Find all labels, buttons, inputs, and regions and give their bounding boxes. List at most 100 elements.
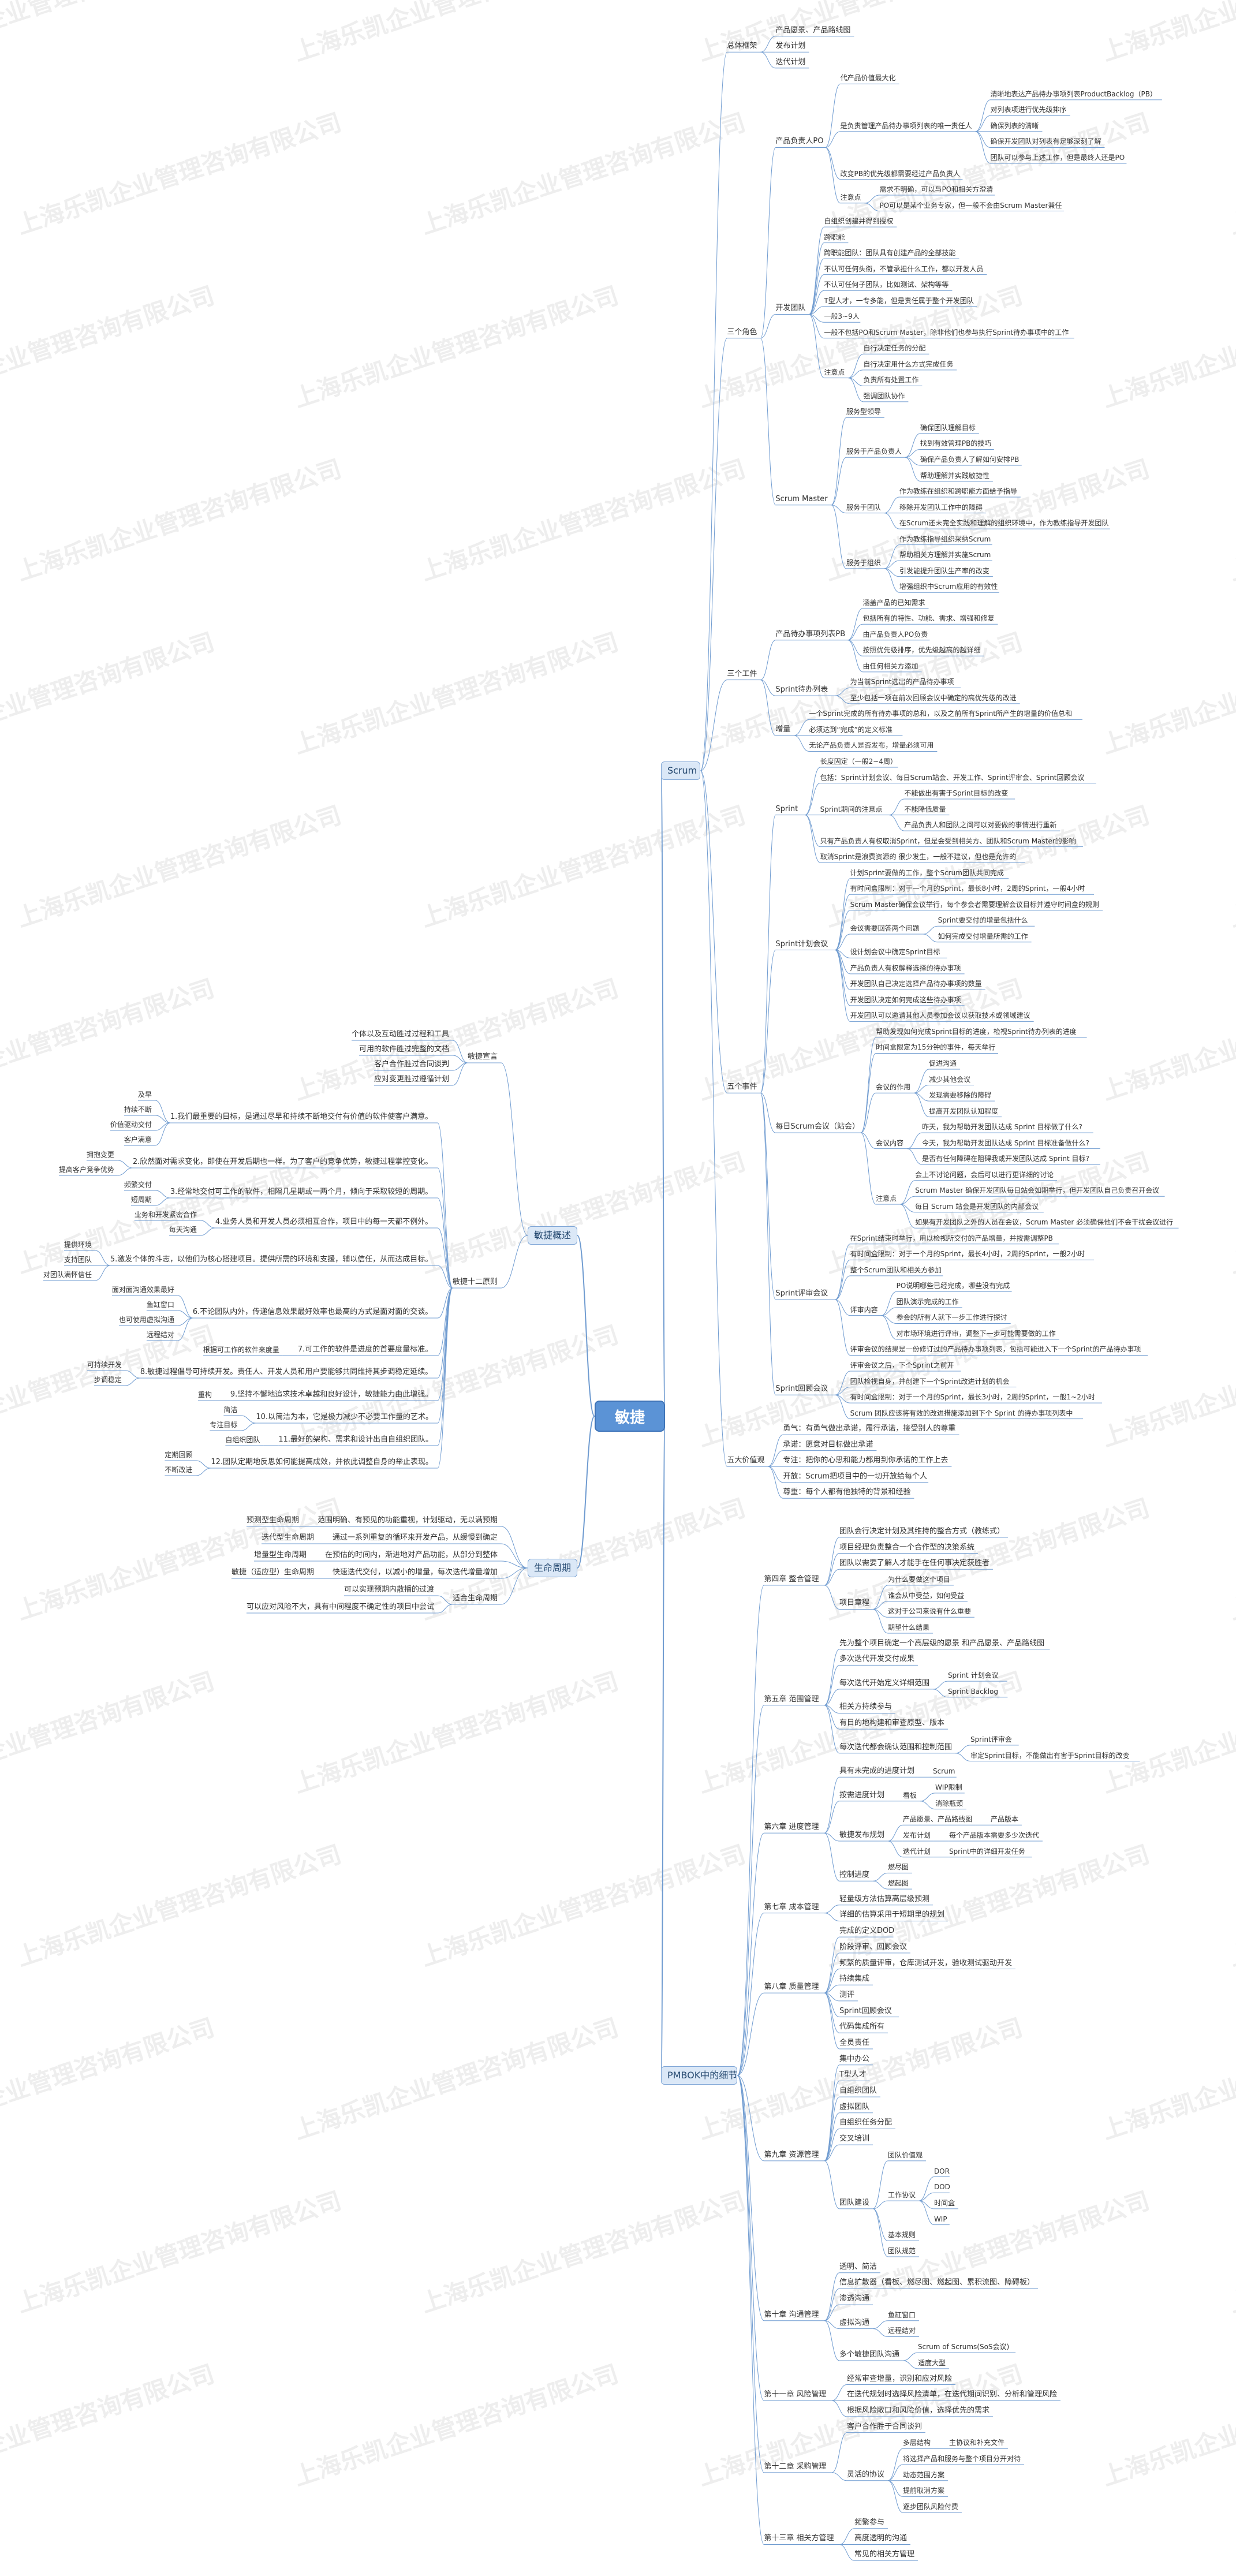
node-dod[interactable]: 完成的定义DOD — [839, 1927, 895, 1936]
node-item[interactable]: 团队价值观 — [887, 2151, 923, 2159]
node-item[interactable]: 提前取消方案 — [902, 2487, 944, 2495]
node-item[interactable]: 快速迭代交付，以减小的增量，每次迭代增量增加 — [333, 1568, 498, 1577]
node-item[interactable]: 第七章 成本管理 — [764, 1902, 819, 1912]
node-item[interactable]: 团队建设 — [839, 2198, 869, 2207]
node-item[interactable]: 燃起图 — [887, 1879, 909, 1888]
node-item[interactable]: 每次迭代都会确认范围和控制范围 — [839, 1742, 952, 1752]
node-item[interactable]: 频繁参与 — [854, 2518, 884, 2527]
node-item[interactable]: 频繁的质量评审，仓库测试开发，验收测试驱动开发 — [839, 1958, 1012, 1968]
branch-0[interactable]: Scrum — [661, 761, 701, 780]
node-item[interactable]: 注意点 — [876, 1194, 897, 1203]
node-item[interactable]: 涵盖产品的已知需求 — [862, 598, 925, 607]
node-item[interactable]: 迭代计划 — [902, 1847, 931, 1856]
node-wip[interactable]: WIP — [933, 2215, 947, 2223]
node-item[interactable]: 支持团队 — [64, 1256, 92, 1264]
node-item[interactable]: 常见的相关方管理 — [854, 2550, 914, 2559]
node-item[interactable]: 不认可任何子团队，比如测试、架构等等 — [824, 281, 949, 289]
node-sprint-scrum[interactable]: 计划Sprint要做的工作，整个Scrum团队共同完成 — [850, 868, 1004, 877]
node-item[interactable]: 可以实现预期内散播的过渡 — [344, 1585, 435, 1594]
node-scrum[interactable]: 作为教练指导组织采纳Scrum — [899, 535, 991, 543]
node-item[interactable]: 增量 — [775, 725, 791, 734]
node-scrum[interactable]: 每日 Scrum 站会是开发团队的内部会议 — [915, 1202, 1039, 1211]
node-9[interactable]: 9.坚持不懈地追求技术卓越和良好设计，敏捷能力由此增强。 — [230, 1390, 433, 1399]
node-item[interactable]: 简洁 — [223, 1406, 238, 1414]
node-po[interactable]: 团队可以参与上述工作，但是最终人还是PO — [990, 153, 1125, 162]
node-item[interactable]: 及早 — [137, 1091, 152, 1099]
node-item[interactable]: 可持续开发 — [87, 1361, 122, 1369]
node-item[interactable]: 五大价值观 — [727, 1456, 765, 1465]
node-item[interactable]: 可以应对风险不大，具有中间程度不确定性的项目中尝试 — [247, 1603, 435, 1611]
node-sprint[interactable]: Sprint回顾会议 — [839, 2006, 892, 2015]
node-item[interactable]: 按需进度计划 — [839, 1790, 884, 1800]
node-item[interactable]: 发布计划 — [775, 42, 806, 51]
node-item[interactable]: 产品版本 — [990, 1815, 1018, 1824]
node-item[interactable]: 第十章 沟通管理 — [764, 2310, 819, 2319]
node-item[interactable]: 频繁交付 — [124, 1181, 152, 1189]
node-item[interactable]: 敏捷十二原则 — [453, 1278, 498, 1286]
node-item[interactable]: 可用的软件胜过完整的文档 — [359, 1045, 450, 1054]
node-item[interactable]: 也可使用虚拟沟通 — [118, 1316, 174, 1324]
node-pb[interactable]: 改变PB的优先级都需要经过产品负责人 — [840, 169, 960, 178]
node-po-scrum-master-sprint[interactable]: 一般不包括PO和Scrum Master，除非他们也参与执行Sprint待办事项… — [824, 328, 1069, 337]
branch-2[interactable]: 敏捷概述 — [528, 1226, 577, 1245]
node-item[interactable]: 期望什么结果 — [887, 1623, 929, 1632]
node-item[interactable]: 鱼缸窗口 — [887, 2310, 916, 2319]
node-item[interactable]: 增量型生命周期 — [254, 1551, 307, 1559]
node-item[interactable]: 谁会从中受益，如何受益 — [887, 1591, 964, 1600]
node-productbacklog-pb[interactable]: 清晰地表达产品待办事项列表ProductBacklog（PB） — [990, 89, 1157, 98]
node-sprint-4-2-sprint-2[interactable]: 有时间盒限制：对于一个月的Sprint，最长4小时，2周的Sprint，一般2小… — [850, 1250, 1085, 1259]
node-item[interactable]: 持续集成 — [839, 1974, 869, 1984]
node-8[interactable]: 8.敏捷过程倡导可持续开发。责任人、开发人员和用户要能够共同维持其步调稳定延续。 — [140, 1368, 433, 1376]
node-item[interactable]: 第十一章 风险管理 — [764, 2390, 827, 2399]
node-item[interactable]: 敏捷宣言 — [468, 1052, 498, 1061]
node-item[interactable]: 移除开发团队工作中的障碍 — [899, 503, 983, 512]
node-sprint[interactable]: Sprint评审会 — [970, 1735, 1012, 1744]
node-sprint[interactable]: Sprint期间的注意点 — [820, 805, 883, 813]
node-item[interactable]: 业务和开发紧密合作 — [134, 1211, 197, 1219]
node-item[interactable]: 渗透沟通 — [839, 2294, 869, 2304]
node-item[interactable]: 预测型生命周期 — [247, 1516, 300, 1525]
node-item[interactable]: 多层结构 — [902, 2439, 931, 2447]
node-item[interactable]: 会议的作用 — [876, 1083, 911, 1092]
node-item[interactable]: 确保列表的清晰 — [990, 121, 1039, 130]
node-item[interactable]: 多次迭代开发交付成果 — [839, 1655, 914, 1664]
node-3-9[interactable]: 一般3~9人 — [824, 312, 860, 321]
node-sprint[interactable]: Sprint计划会议 — [775, 939, 828, 949]
node-wip[interactable]: WIP限制 — [935, 1783, 962, 1791]
node-sprint-scrum-sprint-spri[interactable]: 包括：Sprint计划会议、每日Scrum站会、开发工作、Sprint评审会、S… — [820, 773, 1085, 782]
node-item[interactable]: 开发团队 — [775, 304, 806, 313]
node-item[interactable]: 跨职能团队：团队具有创建产品的全部技能 — [824, 249, 956, 257]
node-item[interactable]: 开发团队自己决定选择产品待办事项的数量 — [850, 980, 982, 988]
node-scrum[interactable]: 增强组织中Scrum应用的有效性 — [899, 583, 998, 591]
node-t[interactable]: T型人才 — [839, 2070, 867, 2080]
node-item[interactable]: 专注：把你的心思和能力都用到你承诺的工作上去 — [783, 1456, 949, 1465]
node-item[interactable]: 自组织创建并得到授权 — [824, 217, 894, 226]
node-item[interactable]: 面对面沟通效果最好 — [111, 1286, 174, 1294]
node-item[interactable]: 按照优先级排序，优先级越高的越详细 — [862, 646, 981, 655]
node-item[interactable]: 至少包括一项在前次回顾会议中确定的高优先级的改进 — [850, 693, 1017, 702]
node-item[interactable]: 必须达到“完成”的定义标准 — [809, 725, 893, 734]
node-item[interactable]: 包括所有的特性、功能、需求、增强和修复 — [862, 614, 995, 623]
node-15[interactable]: 时间盒限定为15分钟的事件，每天举行 — [876, 1043, 996, 1052]
node-item[interactable]: 根据可工作的软件来度量 — [203, 1346, 279, 1354]
node-11[interactable]: 11.最好的架构、需求和设计出自自组织团队。 — [278, 1435, 434, 1444]
node-sprint-sprint[interactable]: 审定Sprint目标，不能做出有害于Sprint目标的改变 — [970, 1751, 1130, 1760]
node-7[interactable]: 7.可工作的软件是进度的首要度量标准。 — [297, 1345, 433, 1354]
node-item[interactable]: 团队会行决定计划及其维持的整合方式（教练式） — [839, 1526, 1005, 1536]
node-scrum[interactable]: 开放：Scrum把项目中的一切开放给每个人 — [783, 1472, 928, 1481]
node-item[interactable]: 第八章 质量管理 — [764, 1983, 819, 1992]
node-sprint[interactable]: 评审会议的结果是一份修订过的产品待办事项列表，包括可能进入下一个Sprint的产… — [850, 1345, 1141, 1354]
node-item[interactable]: 自行决定任务的分配 — [863, 344, 926, 353]
node-item[interactable]: 产品愿景、产品路线图 — [902, 1815, 972, 1824]
node-item[interactable]: 服务型领导 — [846, 408, 881, 416]
node-item[interactable]: 第十二章 采购管理 — [764, 2462, 827, 2471]
node-item[interactable]: 促进沟通 — [929, 1059, 957, 1067]
node-item[interactable]: 远程结对 — [887, 2327, 916, 2335]
node-sprint[interactable]: Sprint要交付的增量包括什么 — [938, 916, 1028, 925]
node-item[interactable]: 远程结对 — [146, 1331, 174, 1339]
node-item[interactable]: 轻量级方法估算高层级预测 — [839, 1894, 929, 1903]
node-item[interactable]: 代产品价值最大化 — [840, 74, 896, 83]
node-item[interactable]: 消除瓶颈 — [935, 1799, 963, 1808]
node-scrum-master[interactable]: Scrum Master 确保开发团队每日站会如期举行，但开发团队自己负责召开会… — [915, 1186, 1160, 1195]
node-item[interactable]: 经常审查增量，识别和应对风险 — [846, 2374, 952, 2383]
